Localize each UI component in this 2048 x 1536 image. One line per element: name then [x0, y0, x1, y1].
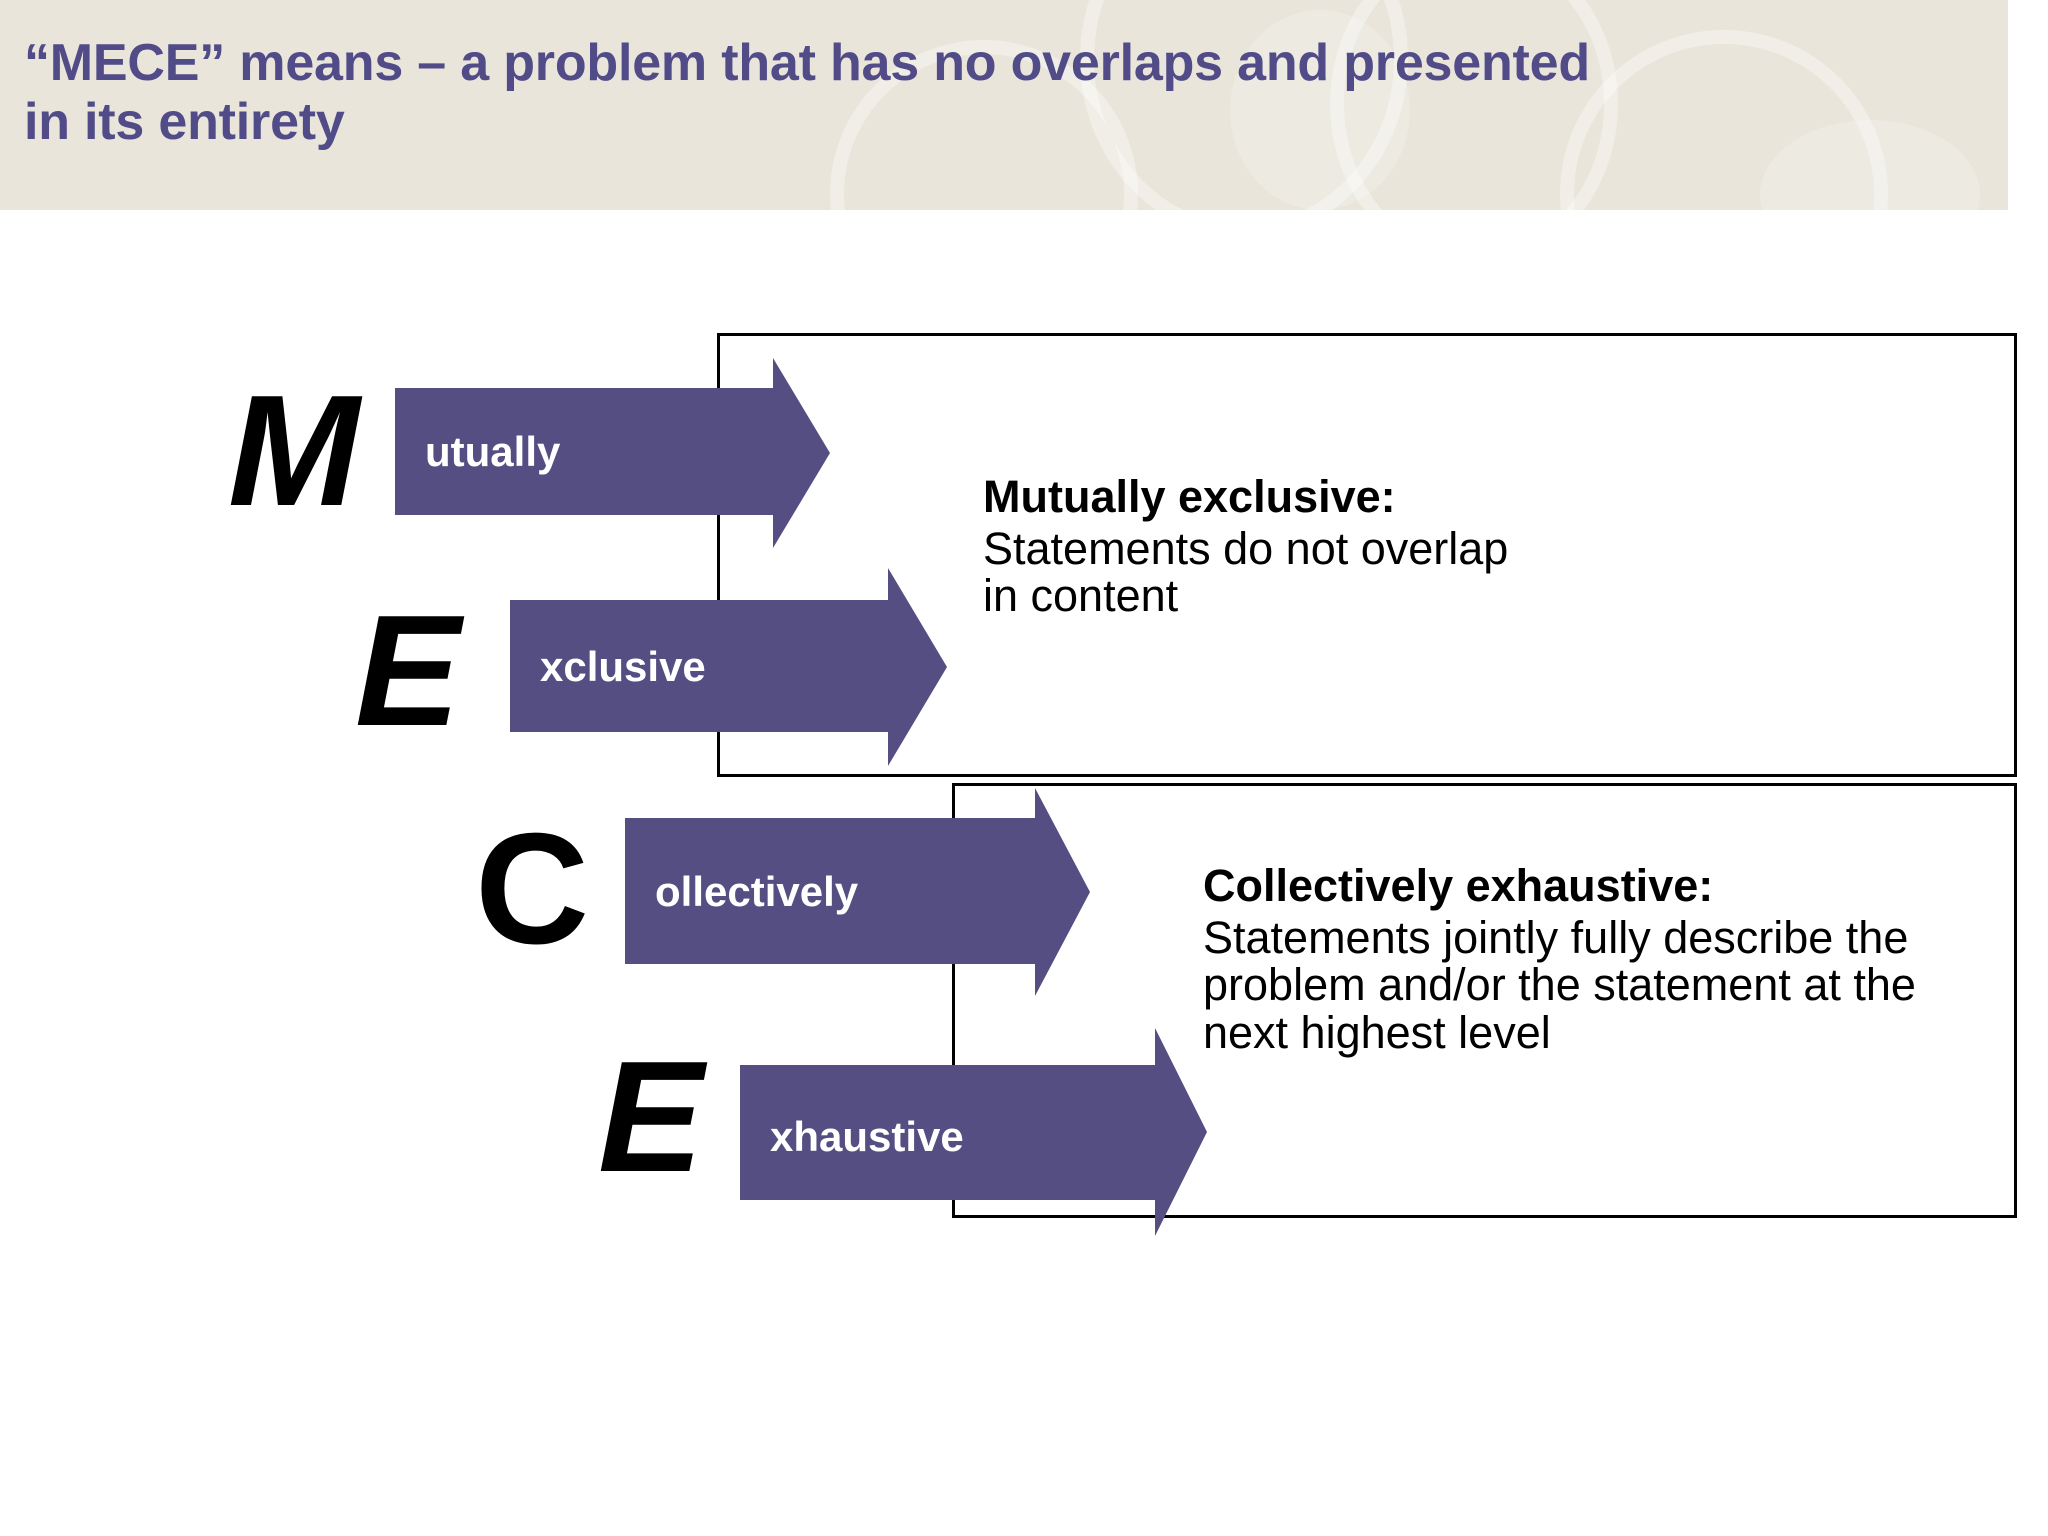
arrow-shape-exclusive [510, 568, 947, 766]
acronym-letter-m: M [228, 363, 360, 539]
arrow-mutually: utually [395, 358, 835, 548]
acronym-letter-c: C [475, 801, 589, 977]
slide-title: “MECE” means – a problem that has no ove… [24, 34, 1590, 152]
callout-heading-collectively: Collectively exhaustive: [1203, 860, 1714, 911]
callout-text-mutually-exclusive: Mutually exclusive: Statements do not ov… [983, 473, 1983, 620]
arrow-shape-mutually [395, 358, 830, 548]
arrow-label-exhaustive: xhaustive [770, 1113, 964, 1160]
callout-box-mutually-exclusive [717, 333, 2017, 777]
callout-body-mutually: Statements do not overlap in content [983, 522, 1509, 622]
title-band: “MECE” means – a problem that has no ove… [0, 0, 2008, 210]
callout-text-collectively-exhaustive: Collectively exhaustive: Statements join… [1203, 862, 2033, 1057]
arrow-shape-collectively [625, 788, 1090, 996]
arrow-label-mutually: utually [425, 428, 561, 475]
arrow-exclusive: xclusive [510, 568, 955, 766]
arrow-exhaustive: xhaustive [740, 1028, 1210, 1236]
arrow-label-exclusive: xclusive [540, 643, 706, 690]
acronym-letter-e1: E [355, 583, 460, 759]
callout-body-collectively: Statements jointly fully describe the pr… [1203, 911, 1916, 1059]
arrow-collectively: ollectively [625, 788, 1095, 996]
arrow-label-collectively: ollectively [655, 868, 859, 915]
arrow-shape-exhaustive [740, 1028, 1207, 1236]
acronym-letter-e2: E [598, 1029, 703, 1205]
callout-heading-mutually: Mutually exclusive: [983, 471, 1396, 522]
callout-box-collectively-exhaustive [952, 783, 2017, 1218]
